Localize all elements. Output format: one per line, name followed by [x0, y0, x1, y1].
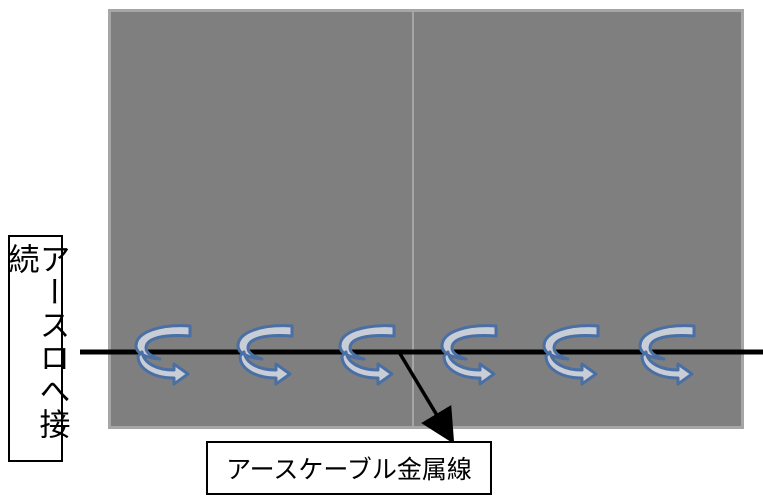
- swirl-arrow-icon: [236, 324, 294, 386]
- swirl-arrow-icon: [134, 324, 192, 386]
- swirl-arrow-icon: [542, 324, 600, 386]
- swirl-arrow-icon: [338, 324, 396, 386]
- swirl-group: [134, 324, 696, 386]
- earth-cable-label-box: アースケーブル金属線: [206, 441, 492, 495]
- pointer-arrow-icon: [397, 351, 455, 445]
- earth-connection-label: アースロへ接続: [2, 243, 70, 441]
- earth-connection-label-box: アースロへ接続: [3, 235, 70, 462]
- swirl-arrow-icon: [638, 324, 696, 386]
- earth-cable-label: アースケーブル金属線: [226, 455, 472, 484]
- swirl-arrow-icon: [440, 324, 498, 386]
